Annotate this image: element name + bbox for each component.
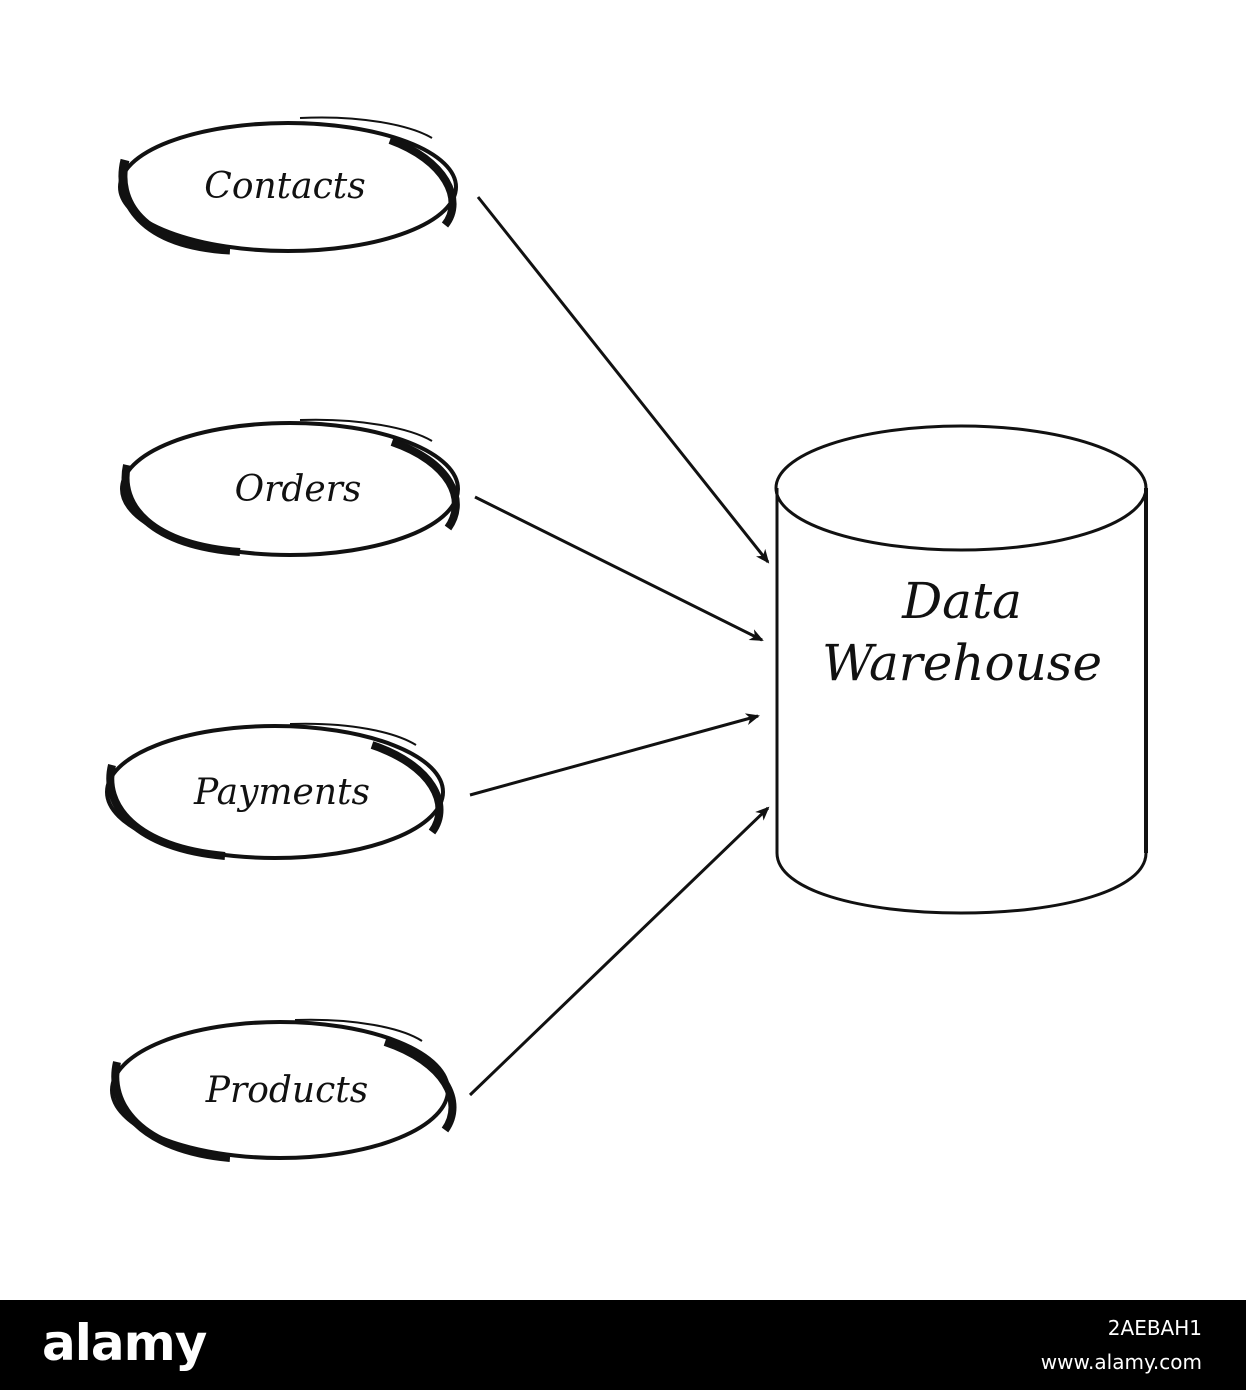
- edge-contacts-to-warehouse: [476, 196, 770, 564]
- diagram-canvas: Contacts Orders Payments Products: [105, 116, 1148, 1162]
- source-label-payments: Payments: [193, 772, 370, 813]
- source-node-orders: Orders: [120, 418, 460, 557]
- source-node-payments: Payments: [105, 722, 445, 860]
- alamy-logo: alamy: [42, 1314, 207, 1372]
- source-label-contacts: Contacts: [204, 166, 365, 207]
- source-node-contacts: Contacts: [118, 116, 458, 255]
- edge-payments-to-warehouse: [469, 713, 760, 797]
- warehouse-label-line2: Warehouse: [822, 634, 1102, 692]
- footer-url-text: www.alamy.com: [1040, 1350, 1202, 1374]
- source-label-products: Products: [205, 1070, 368, 1111]
- warehouse-label-line1: Data: [901, 572, 1022, 630]
- image-id-text: 2AEBAH1: [1107, 1316, 1202, 1340]
- edge-orders-to-warehouse: [474, 495, 764, 642]
- source-node-products: Products: [110, 1018, 457, 1162]
- edge-products-to-warehouse: [468, 806, 770, 1097]
- stock-footer-bar: alamy 2AEBAH1 www.alamy.com: [0, 1300, 1246, 1390]
- source-label-orders: Orders: [235, 469, 362, 510]
- data-warehouse-cylinder: Data Warehouse: [774, 424, 1148, 915]
